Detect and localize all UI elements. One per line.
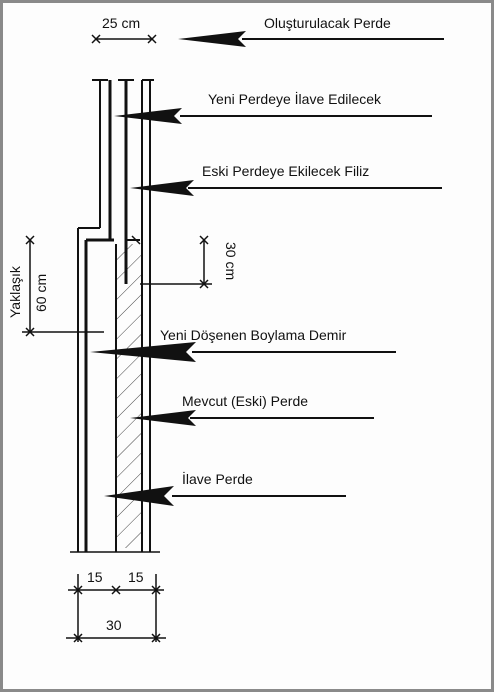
label-eski-perdeye-filiz: Eski Perdeye Ekilecek Filiz: [202, 163, 369, 179]
bottom-dimensions: [66, 574, 166, 643]
arrows: [90, 31, 444, 506]
approx-dimension: [22, 235, 104, 337]
label-olusturulacak-perde: Oluşturulacak Perde: [264, 15, 391, 31]
approx-word-text: Yaklaşık: [7, 265, 23, 318]
lap-length-text: 30 cm: [223, 242, 239, 280]
label-mevcut-eski-perde: Mevcut (Eski) Perde: [182, 393, 308, 409]
bottom-total-text: 30: [106, 617, 122, 633]
existing-wall-hatch: [116, 244, 142, 548]
top-width-text: 25 cm: [102, 15, 140, 31]
approx-value-text: 60 cm: [33, 274, 49, 312]
wall-lines: [70, 79, 160, 553]
label-ilave-perde: İlave Perde: [182, 470, 253, 487]
lap-dimension: [140, 235, 212, 289]
bottom-right-text: 15: [128, 569, 144, 585]
top-dimension: [91, 34, 157, 44]
label-yeni-perdeye-ilave: Yeni Perdeye İlave Edilecek: [208, 90, 382, 107]
bottom-left-text: 15: [87, 569, 103, 585]
label-yeni-dosenen-boylama: Yeni Döşenen Boylama Demir: [160, 327, 347, 343]
